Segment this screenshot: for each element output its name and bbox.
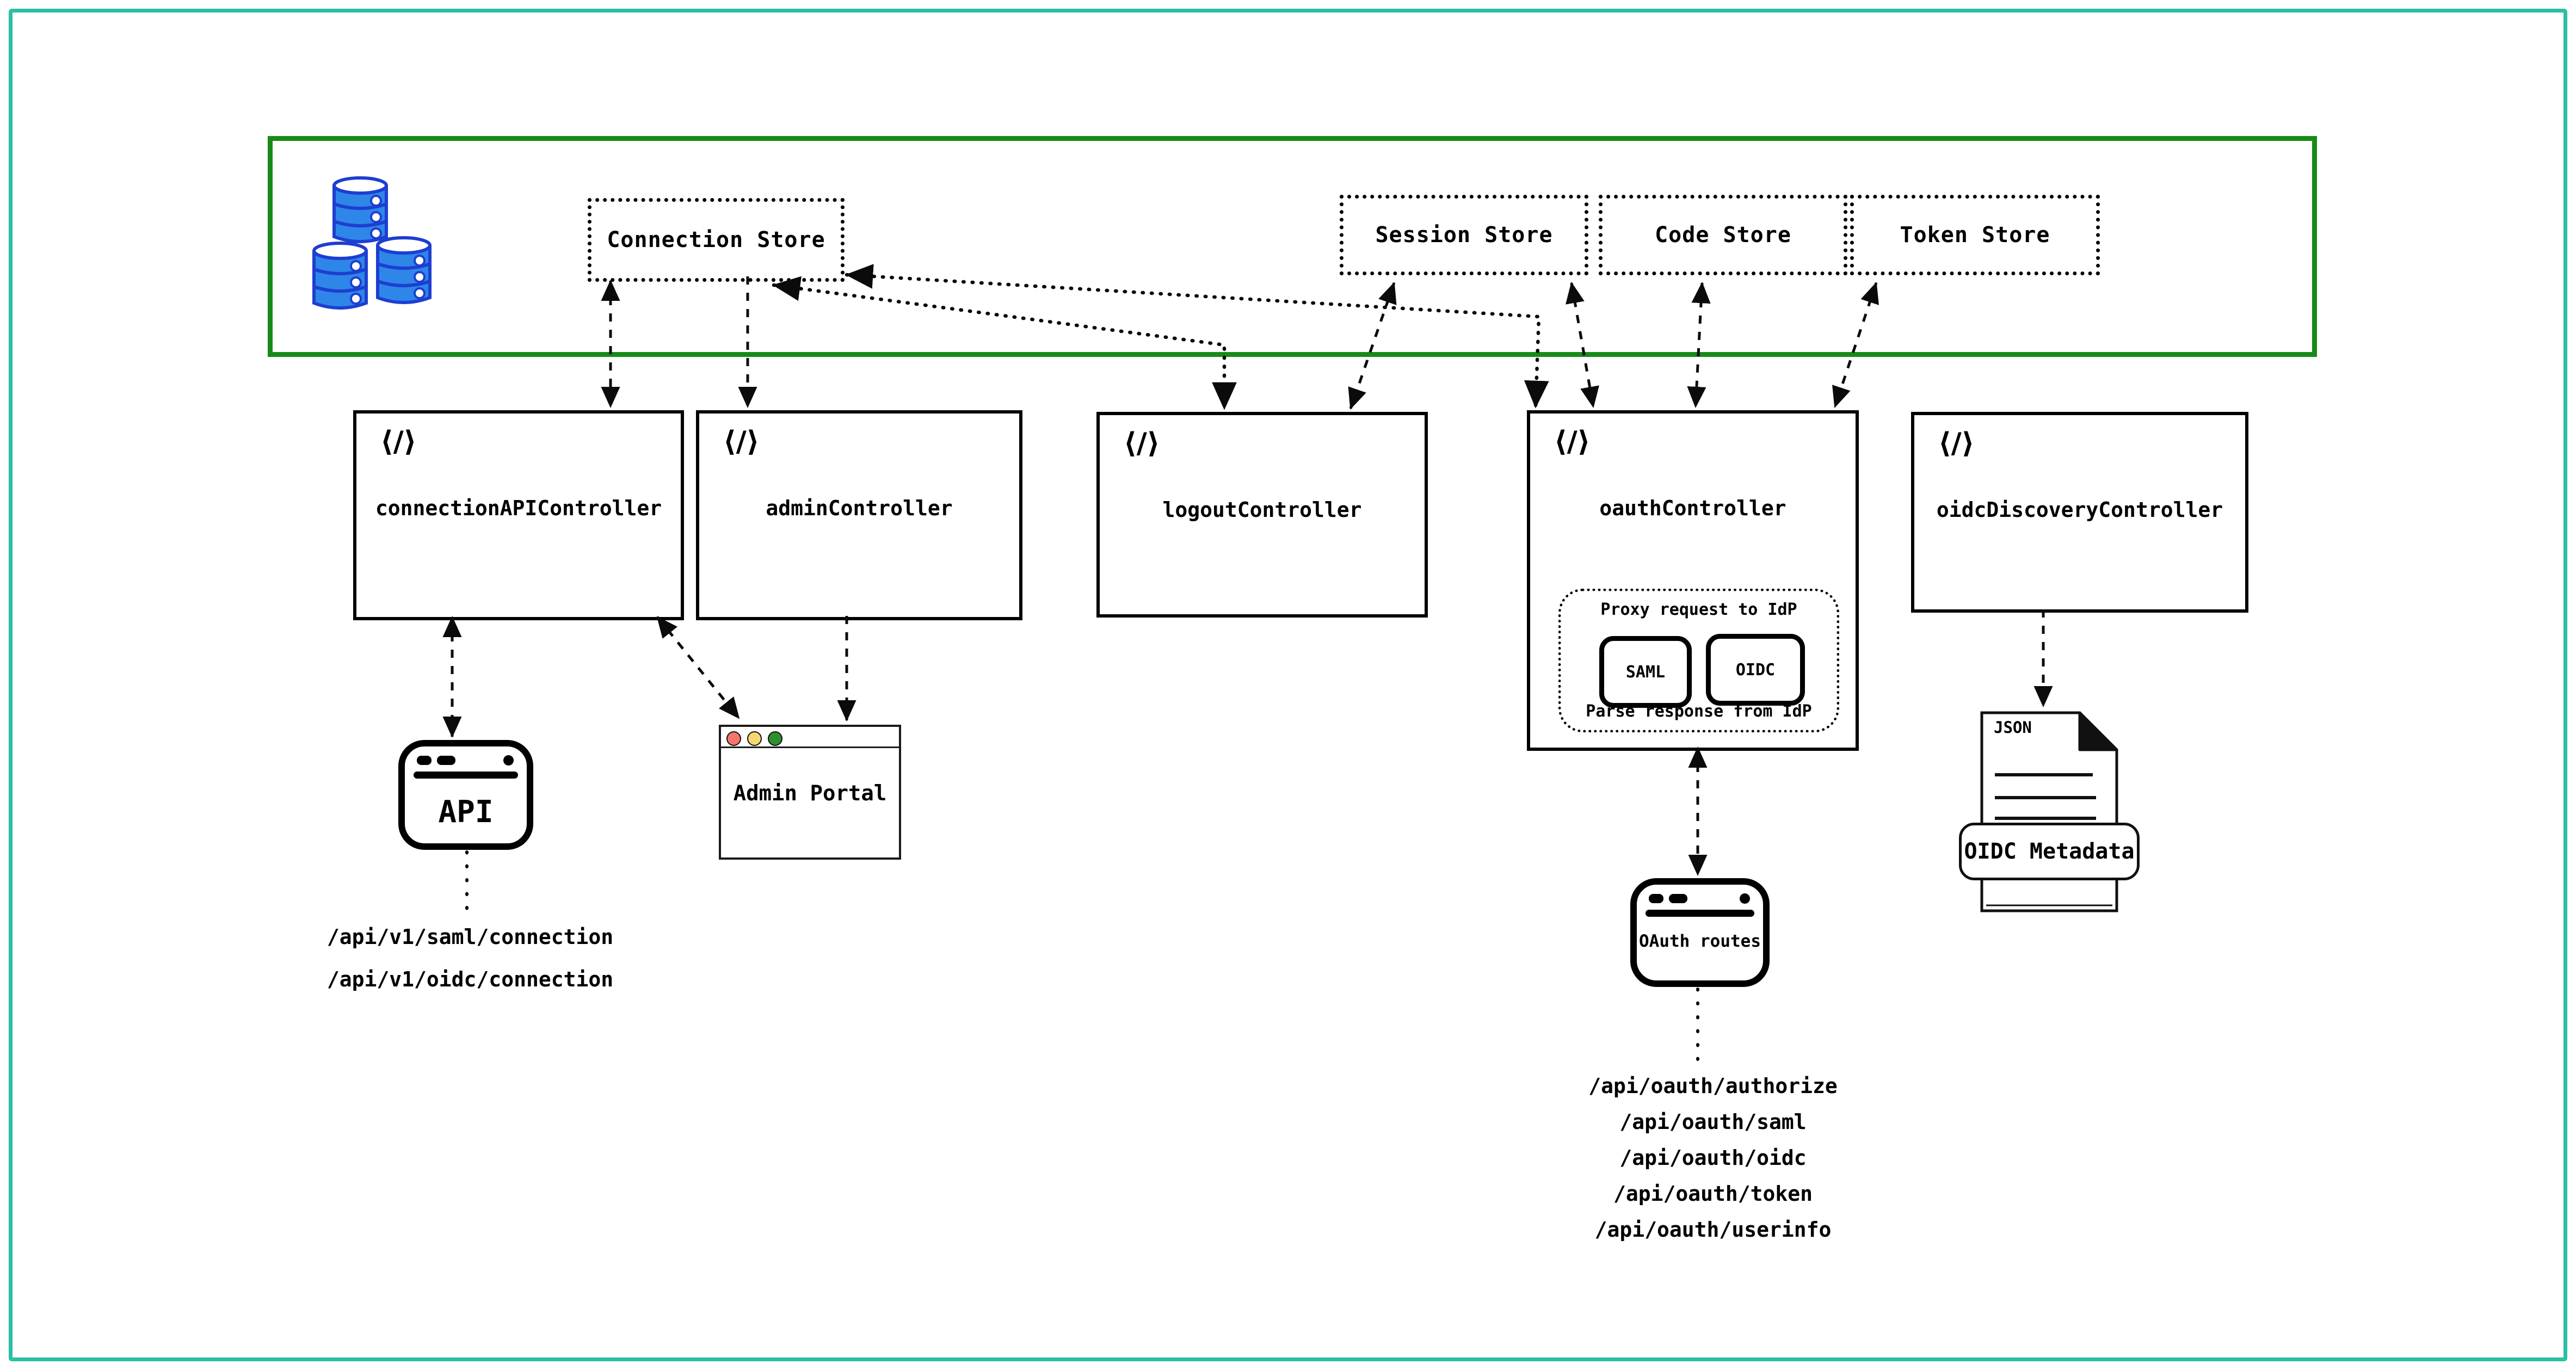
code-icon: ⟨/⟩	[1124, 427, 1160, 460]
window-titlebar	[721, 727, 899, 748]
window-dot	[437, 756, 455, 765]
route-path: /api/oauth/authorize	[1588, 1074, 1838, 1098]
close-window-icon	[726, 731, 741, 746]
saml-protocol-box: SAML	[1599, 636, 1692, 708]
window-dot	[503, 755, 514, 766]
window-toolbar	[1646, 910, 1754, 917]
api-label: API	[438, 794, 494, 830]
oidc-protocol-box: OIDC	[1706, 634, 1805, 706]
saml-label: SAML	[1625, 662, 1666, 682]
window-dot	[417, 756, 432, 765]
code-icon: ⟨/⟩	[1938, 427, 1975, 460]
token-store: Token Store	[1850, 195, 2100, 275]
controller-label: oauthController	[1599, 496, 1786, 520]
idp-proxy-box: Proxy request to IdP SAML OIDC Parse res…	[1558, 589, 1839, 732]
api-window-icon: API	[398, 740, 533, 850]
connection-api-controller: ⟨/⟩ connectionAPIController	[353, 410, 684, 620]
connection-store: Connection Store	[588, 198, 845, 282]
oauth-routes-label: OAuth routes	[1639, 931, 1761, 951]
parse-response-label: Parse response from IdP	[1586, 702, 1812, 721]
window-dot	[1740, 893, 1750, 904]
oidc-discovery-controller: ⟨/⟩ oidcDiscoveryController	[1911, 412, 2248, 613]
route-path: /api/oauth/saml	[1619, 1110, 1807, 1134]
controller-label: oidcDiscoveryController	[1936, 498, 2223, 522]
session-store: Session Store	[1340, 195, 1588, 275]
controller-label: connectionAPIController	[375, 496, 662, 520]
connection-store-label: Connection Store	[607, 227, 825, 252]
route-path: /api/oauth/token	[1613, 1182, 1813, 1206]
route-path: /api/oauth/userinfo	[1594, 1218, 1832, 1242]
code-icon: ⟨/⟩	[380, 425, 417, 458]
route-path: /api/v1/saml/connection	[326, 925, 614, 949]
oidc-metadata-banner: OIDC Metadata	[1959, 823, 2140, 880]
json-file-type-badge: JSON	[1994, 718, 2032, 737]
window-dot	[1669, 894, 1687, 903]
window-toolbar	[414, 772, 518, 779]
controller-label: logoutController	[1162, 498, 1362, 522]
route-path: /api/v1/oidc/connection	[326, 967, 614, 991]
oauth-controller: ⟨/⟩ oauthController Proxy request to IdP…	[1527, 410, 1859, 751]
route-path: /api/oauth/oidc	[1619, 1146, 1807, 1170]
session-store-label: Session Store	[1375, 223, 1553, 248]
json-file-icon	[1980, 711, 2118, 912]
admin-portal-label: Admin Portal	[733, 781, 887, 806]
window-dot	[1649, 894, 1663, 903]
maximize-window-icon	[768, 731, 782, 746]
controller-label: adminController	[766, 496, 953, 520]
admin-controller: ⟨/⟩ adminController	[696, 410, 1022, 620]
arrow-connectionapi-admin-portal	[656, 616, 740, 719]
code-store: Code Store	[1599, 195, 1847, 275]
oidc-metadata-label: OIDC Metadata	[1964, 839, 2135, 864]
code-icon: ⟨/⟩	[723, 425, 760, 458]
admin-portal-window: Admin Portal	[719, 725, 901, 860]
proxy-request-label: Proxy request to IdP	[1600, 600, 1797, 619]
minimize-window-icon	[747, 731, 762, 746]
code-icon: ⟨/⟩	[1554, 425, 1591, 458]
oauth-routes-window-icon: OAuth routes	[1630, 878, 1770, 987]
logout-controller: ⟨/⟩ logoutController	[1096, 412, 1428, 618]
oidc-label: OIDC	[1735, 660, 1776, 680]
code-store-label: Code Store	[1655, 223, 1791, 248]
token-store-label: Token Store	[1900, 223, 2050, 248]
